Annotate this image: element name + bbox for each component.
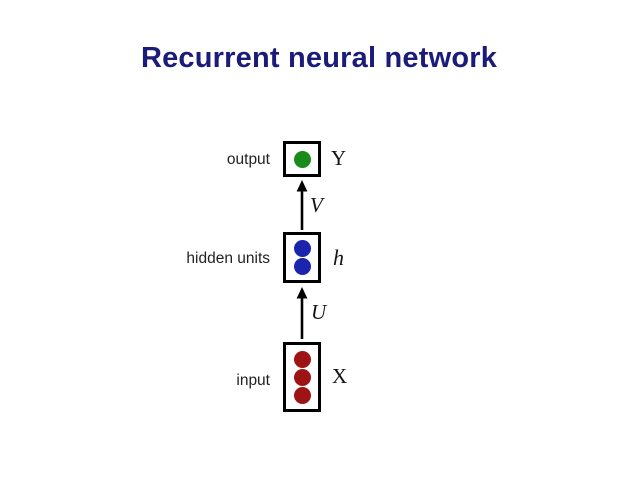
layer-box-input (283, 342, 321, 412)
neuron-input-3 (293, 386, 311, 404)
layer-box-hidden (283, 232, 321, 283)
variable-label-input: X (332, 364, 348, 388)
layer-label-hidden-units: hidden units (186, 250, 270, 267)
neuron-hidden-1 (293, 239, 311, 257)
variable-label-output: Y (331, 146, 347, 170)
weight-label-u: U (311, 300, 327, 324)
neuron-output-1 (293, 150, 311, 168)
neuron-hidden-2 (293, 258, 311, 276)
page-title: Recurrent neural network (140, 42, 498, 74)
connection-arrow-u (295, 287, 309, 339)
layer-box-output (283, 141, 321, 177)
neuron-input-2 (293, 368, 311, 386)
neuron-input-1 (293, 350, 311, 368)
variable-label-hidden: h (333, 245, 344, 270)
weight-label-v: V (310, 193, 323, 217)
connection-arrow-v (295, 180, 309, 230)
layer-label-input: input (236, 372, 270, 389)
layer-label-output: output (226, 151, 270, 168)
